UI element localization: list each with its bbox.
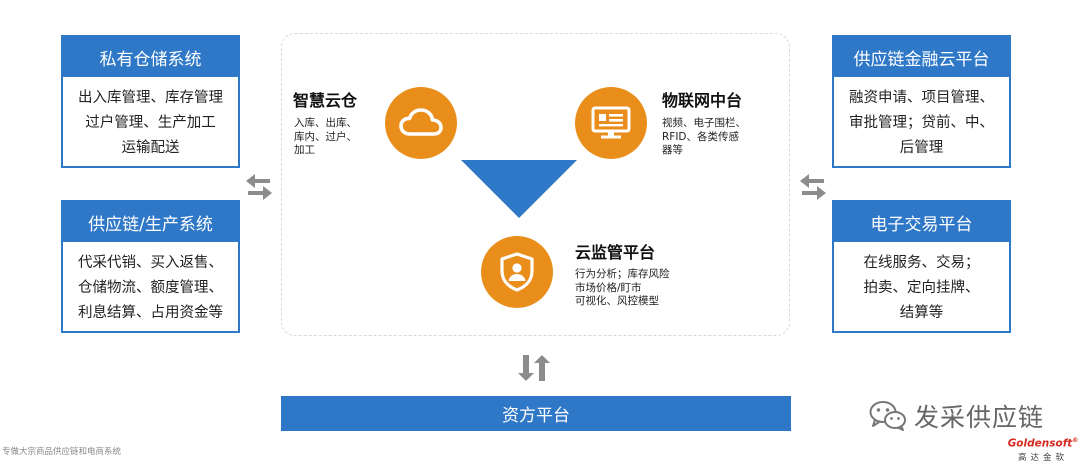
logo-cn: 高达金软 bbox=[1017, 452, 1068, 463]
panel-line: 运输配送 bbox=[121, 140, 180, 156]
desc-line: 视频、电子围栏、 bbox=[662, 117, 746, 129]
panel-line: 在线服务、交易； bbox=[863, 255, 980, 271]
logo-en: Goldensoft bbox=[1007, 437, 1073, 450]
e-trading-panel: 电子交易平台 在线服务、交易； 拍卖、定向挂牌、 结算等 bbox=[832, 200, 1011, 333]
brand-text: 发采供应链 bbox=[914, 403, 1045, 432]
panel-line: 审批管理；贷前、中、 bbox=[849, 115, 994, 131]
panel-body: 在线服务、交易； 拍卖、定向挂牌、 结算等 bbox=[834, 242, 1009, 326]
exchange-arrows-right-icon bbox=[800, 174, 826, 200]
panel-line: 融资申请、项目管理、 bbox=[849, 90, 994, 106]
core-platform-container bbox=[281, 33, 790, 336]
desc-line: 器等 bbox=[662, 144, 683, 156]
logo-en-wrap: Goldensoft® bbox=[1006, 437, 1080, 450]
panel-body: 出入库管理、库存管理 过户管理、生产加工 运输配送 bbox=[63, 77, 238, 161]
exchange-arrows-left-icon bbox=[246, 174, 272, 200]
logo-reg: ® bbox=[1072, 437, 1079, 444]
panel-body: 代采代销、买入返售、 仓储物流、额度管理、 利息结算、占用资金等 bbox=[63, 242, 238, 326]
desc-line: 入库、出库、 bbox=[294, 117, 357, 129]
wechat-icon bbox=[869, 401, 906, 431]
monitor-icon bbox=[591, 106, 631, 139]
panel-line: 拍卖、定向挂牌、 bbox=[863, 280, 980, 296]
panel-title: 供应链/生产系统 bbox=[63, 202, 238, 242]
supervision-node bbox=[481, 236, 553, 308]
panel-line: 结算等 bbox=[899, 305, 944, 321]
panel-title: 电子交易平台 bbox=[834, 202, 1009, 242]
panel-line: 利息结算、占用资金等 bbox=[78, 305, 223, 321]
private-warehouse-panel: 私有仓储系统 出入库管理、库存管理 过户管理、生产加工 运输配送 bbox=[61, 35, 240, 168]
iot-desc: 视频、电子围栏、 RFID、各类传感 器等 bbox=[662, 117, 746, 158]
supervision-title: 云监管平台 bbox=[575, 243, 656, 262]
smart-warehouse-node bbox=[385, 87, 457, 159]
panel-title: 供应链金融云平台 bbox=[834, 37, 1009, 77]
desc-line: 行为分析；库存风险 bbox=[575, 268, 670, 280]
exchange-arrows-vertical-icon bbox=[518, 355, 550, 381]
cloud-icon bbox=[399, 108, 443, 136]
desc-line: RFID、各类传感 bbox=[662, 130, 740, 143]
brand-watermark: 发采供应链 bbox=[868, 398, 1044, 434]
desc-line: 加工 bbox=[294, 144, 315, 156]
desc-line: 可视化、风控模型 bbox=[575, 295, 659, 307]
smart-warehouse-desc: 入库、出库、 库内、过户、 加工 bbox=[294, 117, 357, 158]
panel-line: 出入库管理、库存管理 bbox=[78, 90, 223, 106]
investor-platform-bar: 资方平台 bbox=[281, 396, 791, 431]
panel-line: 后管理 bbox=[899, 140, 944, 156]
panel-title: 私有仓储系统 bbox=[63, 37, 238, 77]
smart-warehouse-title: 智慧云仓 bbox=[293, 91, 358, 110]
supervision-desc: 行为分析；库存风险 市场价格/盯市 可视化、风控模型 bbox=[575, 268, 670, 309]
supply-chain-production-panel: 供应链/生产系统 代采代销、买入返售、 仓储物流、额度管理、 利息结算、占用资金… bbox=[61, 200, 240, 333]
goldensoft-logo: Goldensoft® 高达金软 bbox=[1006, 437, 1080, 463]
panel-line: 过户管理、生产加工 bbox=[85, 115, 216, 131]
shield-user-icon bbox=[500, 252, 534, 292]
panel-line: 仓储物流、额度管理、 bbox=[78, 280, 223, 296]
panel-body: 融资申请、项目管理、 审批管理；贷前、中、 后管理 bbox=[834, 77, 1009, 161]
supply-chain-finance-panel: 供应链金融云平台 融资申请、项目管理、 审批管理；贷前、中、 后管理 bbox=[832, 35, 1011, 168]
panel-line: 代采代销、买入返售、 bbox=[78, 255, 223, 271]
converge-triangle bbox=[461, 160, 577, 218]
desc-line: 库内、过户、 bbox=[294, 130, 357, 143]
iot-node bbox=[575, 87, 647, 159]
iot-title: 物联网中台 bbox=[662, 91, 743, 110]
desc-line: 市场价格/盯市 bbox=[575, 281, 642, 294]
footer-note: 专做大宗商品供应链和电商系统 bbox=[2, 447, 122, 457]
